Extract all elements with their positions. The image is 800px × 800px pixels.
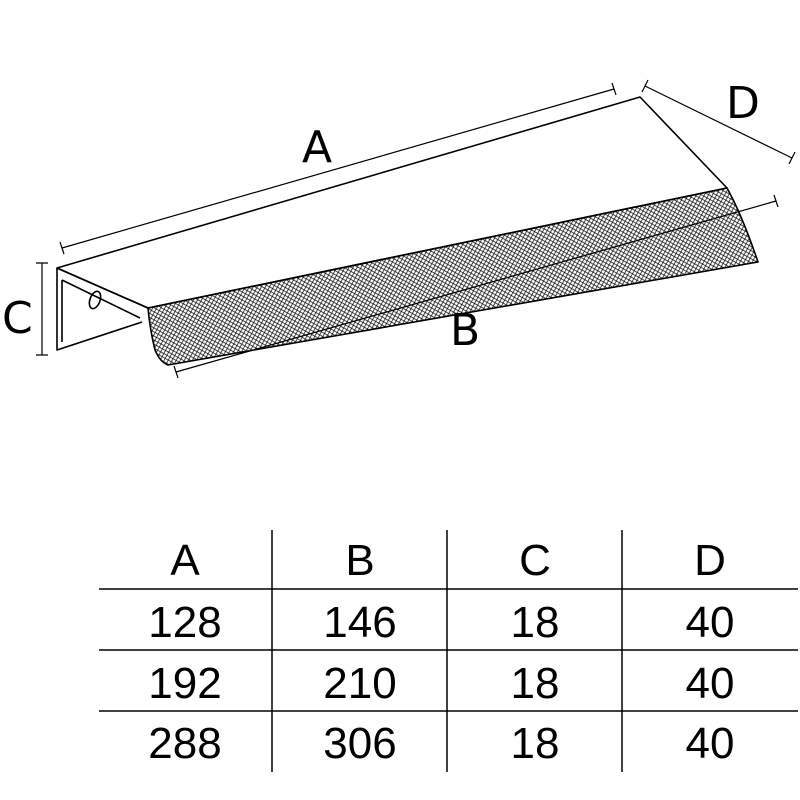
table-cell: 40 bbox=[686, 659, 735, 708]
table-cell: 18 bbox=[511, 719, 560, 768]
handle-left-end bbox=[56, 267, 149, 351]
dimension-label-b: B bbox=[450, 305, 480, 356]
table-cell: 210 bbox=[323, 659, 396, 708]
table-cell: 288 bbox=[148, 719, 221, 768]
table-header-d: D bbox=[694, 536, 726, 585]
dimension-label-a: A bbox=[302, 122, 332, 173]
table-cell: 128 bbox=[148, 598, 221, 647]
dimension-line-a bbox=[59, 82, 617, 255]
table-header-c: C bbox=[519, 536, 551, 585]
dimensions-table bbox=[99, 530, 798, 772]
table-cell: 18 bbox=[511, 598, 560, 647]
table-cell: 306 bbox=[323, 719, 396, 768]
table-header-a: A bbox=[170, 536, 200, 585]
dimension-label-d: D bbox=[726, 78, 760, 129]
mounting-hole bbox=[88, 290, 102, 310]
table-header-b: B bbox=[345, 536, 374, 585]
table-cell: 146 bbox=[323, 598, 396, 647]
dimension-line-c bbox=[36, 262, 48, 356]
table-cell: 192 bbox=[148, 659, 221, 708]
table-cell: 18 bbox=[511, 659, 560, 708]
dimension-line-b bbox=[173, 194, 779, 379]
table-cell: 40 bbox=[686, 719, 735, 768]
table-cell: 40 bbox=[686, 598, 735, 647]
dimension-line-d bbox=[641, 79, 796, 165]
dimension-label-c: C bbox=[2, 293, 33, 344]
